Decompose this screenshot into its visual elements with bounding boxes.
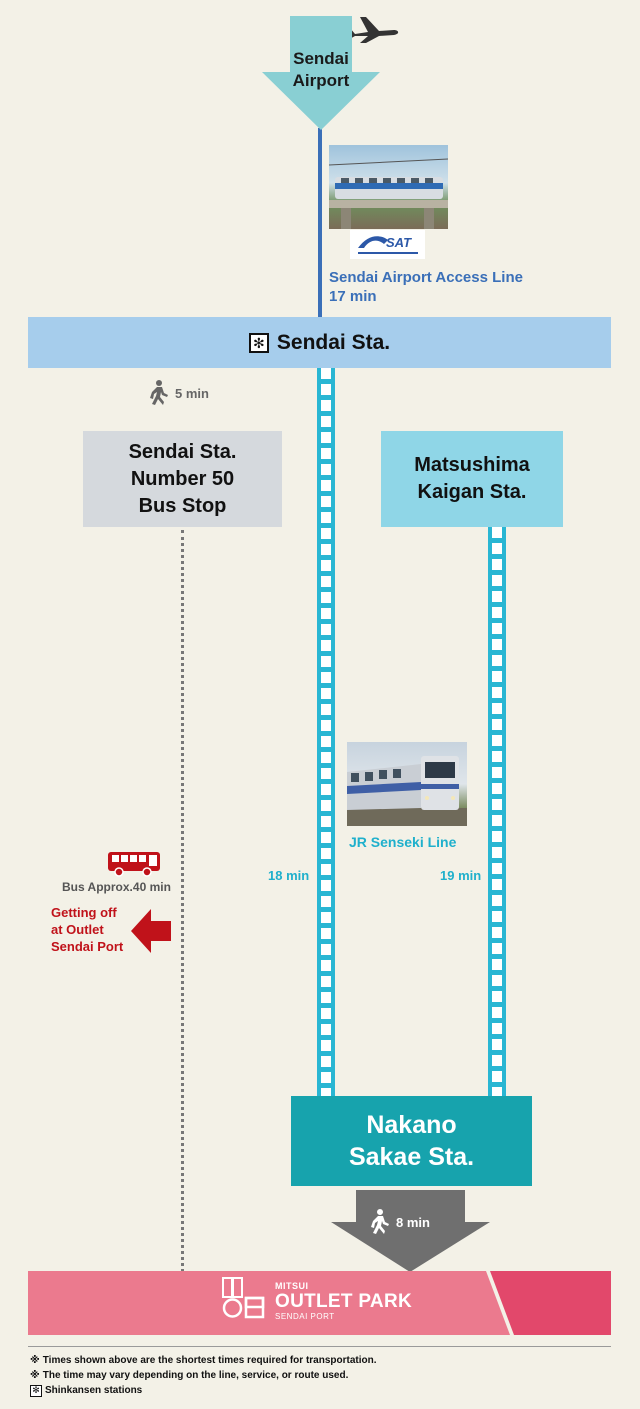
- bus-time-label: Bus Approx.40 min: [62, 880, 171, 894]
- outlet-park-banner: [28, 1271, 611, 1335]
- bus-stop-box: Sendai Sta. Number 50 Bus Stop: [83, 431, 282, 527]
- sendai-airport-arrow: [262, 16, 380, 130]
- note-mark: ※: [30, 1370, 40, 1381]
- getting-off-label: Getting off at Outlet Sendai Port: [51, 905, 124, 954]
- walk-to-busstop: 5 min: [147, 380, 209, 406]
- senseki-line-train-photo: [347, 742, 467, 826]
- nakano-sakae-station-box: Nakano Sakae Sta.: [291, 1096, 532, 1186]
- bus-stop-label: Sendai Sta. Number 50 Bus Stop: [128, 440, 237, 517]
- senseki-line-name: JR Senseki Line: [349, 834, 457, 850]
- footer-notes: ※ Times shown above are the shortest tim…: [30, 1353, 377, 1398]
- outlet-brand: MITSUI: [275, 1281, 309, 1291]
- walking-person-icon: [371, 1209, 389, 1234]
- shinkansen-mark-icon: ✻: [30, 1384, 42, 1397]
- outlet-park-text: MITSUI OUTLET PARK SENDAI PORT: [275, 1281, 412, 1322]
- bus-icon: [108, 852, 160, 877]
- note-item: ※ Times shown above are the shortest tim…: [30, 1353, 377, 1368]
- senseki-line-track-from-matsushima: [488, 527, 506, 1096]
- matsushima-kaigan-station-label: Matsushima Kaigan Sta.: [414, 454, 530, 503]
- note-text: Shinkansen stations: [45, 1385, 143, 1396]
- access-line-track: [318, 128, 322, 318]
- matsushima-kaigan-station-box: Matsushima Kaigan Sta.: [381, 431, 563, 527]
- access-line-train-photo: [329, 145, 448, 229]
- access-line-name: Sendai Airport Access Line: [329, 269, 523, 286]
- note-mark: ※: [30, 1355, 40, 1366]
- bus-route-line: [181, 530, 184, 1272]
- walking-person-icon: [150, 380, 168, 405]
- sendai-station-bar: ✻ Sendai Sta.: [28, 317, 611, 368]
- access-line-time: 17 min: [329, 288, 377, 305]
- walk-to-outlet: 8 min: [368, 1209, 430, 1235]
- senseki-time-from-matsushima: 19 min: [440, 868, 482, 883]
- note-text: Times shown above are the shortest times…: [42, 1355, 377, 1366]
- walk-to-outlet-time: 8 min: [396, 1214, 430, 1230]
- sendai-airport-transit-logo: SAT: [350, 230, 425, 259]
- sendai-station-label: Sendai Sta.: [276, 330, 391, 354]
- svg-text:SAT: SAT: [386, 235, 412, 250]
- note-item: ✻ Shinkansen stations: [30, 1383, 377, 1398]
- sendai-airport-label: Sendai Airport: [292, 49, 350, 90]
- shinkansen-mark-icon: ✻: [248, 332, 269, 353]
- mitsui-outlet-park-logo: [222, 1277, 265, 1319]
- note-item: ※ The time may vary depending on the lin…: [30, 1368, 377, 1383]
- left-arrow-icon: [131, 909, 171, 953]
- walk-to-busstop-time: 5 min: [175, 385, 209, 401]
- senseki-line-track-from-sendai: [317, 368, 335, 1096]
- nakano-sakae-station-label: Nakano Sakae Sta.: [348, 1111, 475, 1171]
- outlet-location: SENDAI PORT: [275, 1312, 335, 1321]
- outlet-name: OUTLET PARK: [275, 1291, 412, 1312]
- airplane-icon: [344, 17, 399, 43]
- note-text: The time may vary depending on the line,…: [42, 1370, 349, 1381]
- walk-to-outlet-arrow: [331, 1190, 490, 1272]
- access-line-label: Sendai Airport Access Line 17 min: [329, 268, 523, 306]
- footer-divider: [28, 1346, 611, 1347]
- senseki-time-from-sendai: 18 min: [268, 868, 310, 883]
